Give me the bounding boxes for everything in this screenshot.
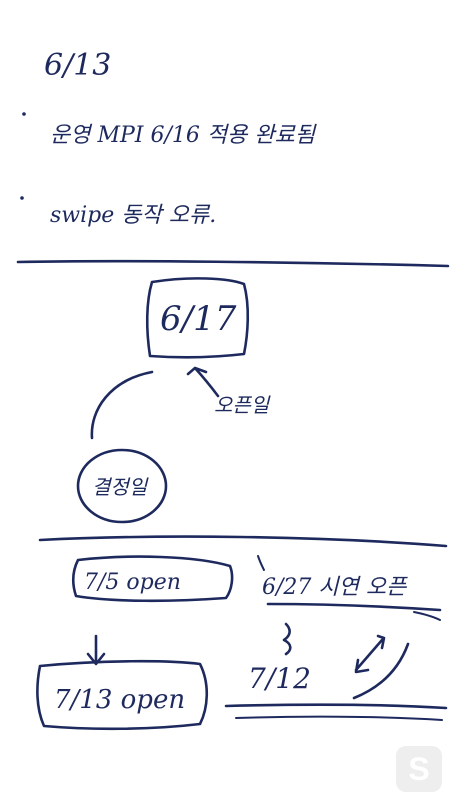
demo-text: 6/27 시연 오픈	[262, 575, 408, 600]
demo-underline	[266, 602, 442, 612]
bullet-text-1: 운영 MPI 6/16 적용 완료됨	[50, 123, 317, 148]
bullet-dot-2	[20, 196, 24, 200]
quote-mark	[257, 555, 265, 571]
divider-line-2	[38, 535, 448, 548]
note-date: 6/13	[44, 48, 111, 83]
fab-label: S	[408, 750, 430, 787]
bullet-dot-1	[22, 112, 26, 116]
demo-underline-2	[413, 611, 441, 621]
bottom-rule-1	[224, 703, 448, 710]
arrow-label: 오픈일	[214, 393, 271, 417]
date-text: 7/12	[248, 662, 311, 695]
squiggle-mark	[282, 622, 292, 656]
source-circle-text: 결정일	[92, 475, 149, 499]
bottom-rule-2	[235, 715, 443, 721]
bracket-curve	[352, 642, 410, 700]
open-text-1: 7/5 open	[84, 570, 181, 595]
divider-line-1	[16, 259, 450, 268]
source-circle	[76, 448, 168, 524]
double-arrow-icon	[354, 634, 386, 674]
down-arrow-icon	[86, 634, 106, 666]
open-text-2: 7/13 open	[54, 685, 185, 715]
s-pen-icon[interactable]: S	[396, 746, 442, 792]
open-box-2	[36, 659, 209, 731]
milestone-box	[145, 277, 250, 359]
milestone-text: 6/17	[160, 299, 237, 339]
up-arrow-icon	[186, 366, 220, 398]
bullet-text-2: swipe 동작 오류.	[50, 203, 216, 228]
curve-connector	[90, 370, 154, 440]
open-box-1	[71, 555, 234, 603]
